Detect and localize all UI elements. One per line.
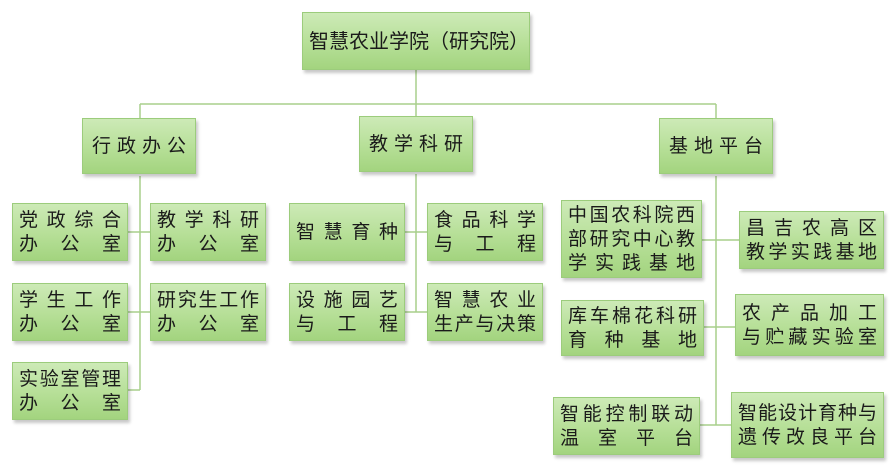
unit-line: 与 工 程 bbox=[434, 233, 536, 255]
root-node[interactable]: 智慧农业学院（研究院） bbox=[302, 12, 530, 70]
unit-student-office[interactable]: 学生工作 办 公 室 bbox=[12, 283, 128, 341]
unit-line: 育 种 基 地 bbox=[568, 329, 697, 351]
unit-line: 食品科学 bbox=[434, 209, 536, 231]
unit-line: 库车棉花科研 bbox=[568, 305, 697, 327]
unit-line: 实验室管理 bbox=[19, 368, 121, 390]
unit-greenhouse-platform[interactable]: 智能控制联动 温 室 平 台 bbox=[553, 397, 700, 455]
root-label: 智慧农业学院（研究院） bbox=[309, 29, 529, 53]
unit-line: 设施园艺 bbox=[296, 289, 398, 311]
unit-genetic-platform[interactable]: 智能设计育种与 遗传改良平台 bbox=[731, 392, 884, 458]
unit-processing-lab[interactable]: 农产品加工 与贮藏实验室 bbox=[735, 294, 884, 356]
unit-line: 部研究中心教 bbox=[568, 228, 695, 250]
unit-party-office[interactable]: 党政综合 办 公 室 bbox=[12, 203, 128, 261]
unit-line: 智能设计育种与 bbox=[738, 402, 877, 424]
unit-line: 教学科研 bbox=[157, 209, 259, 231]
unit-graduate-office[interactable]: 研究生工作 办 公 室 bbox=[150, 283, 266, 341]
dept-admin[interactable]: 行 政 办 公 bbox=[82, 118, 196, 174]
unit-line: 智能控制联动 bbox=[560, 403, 693, 425]
unit-line: 办 公 室 bbox=[19, 313, 121, 335]
unit-horticulture[interactable]: 设施园艺 与 工 程 bbox=[289, 283, 405, 341]
unit-line: 遗传改良平台 bbox=[738, 426, 877, 448]
unit-line: 昌吉农高区 bbox=[746, 217, 877, 239]
unit-line: 学实践基地 bbox=[568, 252, 695, 274]
unit-changji-base[interactable]: 昌吉农高区 教学实践基地 bbox=[739, 211, 884, 269]
unit-line: 农产品加工 bbox=[742, 302, 877, 324]
unit-smart-agriculture[interactable]: 智慧农业 生产与决策 bbox=[427, 283, 543, 341]
unit-line: 智慧农业 bbox=[434, 289, 536, 311]
unit-lab-office[interactable]: 实验室管理 办 公 室 bbox=[12, 362, 128, 420]
unit-line: 办 公 室 bbox=[157, 313, 259, 335]
unit-line: 学生工作 bbox=[19, 289, 121, 311]
unit-kuqa-cotton-base[interactable]: 库车棉花科研 育 种 基 地 bbox=[561, 300, 704, 356]
dept-research[interactable]: 教 学 科 研 bbox=[359, 116, 473, 172]
unit-line: 与 工 程 bbox=[296, 313, 398, 335]
unit-food-science[interactable]: 食品科学 与 工 程 bbox=[427, 203, 543, 261]
unit-line: 党政综合 bbox=[19, 209, 121, 231]
unit-line: 中国农科院西 bbox=[568, 204, 695, 226]
unit-line: 与贮藏实验室 bbox=[742, 326, 877, 348]
unit-line: 办 公 室 bbox=[157, 233, 259, 255]
unit-line: 温 室 平 台 bbox=[560, 427, 693, 449]
unit-teaching-office[interactable]: 教学科研 办 公 室 bbox=[150, 203, 266, 261]
dept-bases-label: 基 地 平 台 bbox=[668, 135, 764, 157]
dept-bases[interactable]: 基 地 平 台 bbox=[659, 118, 773, 174]
unit-line: 办 公 室 bbox=[19, 392, 121, 414]
dept-admin-label: 行 政 办 公 bbox=[91, 135, 187, 157]
unit-line: 教学实践基地 bbox=[746, 241, 877, 263]
unit-line: 研究生工作 bbox=[157, 289, 259, 311]
unit-line: 智慧育种 bbox=[296, 221, 398, 243]
dept-research-label: 教 学 科 研 bbox=[368, 133, 464, 155]
unit-line: 生产与决策 bbox=[434, 313, 536, 335]
unit-line: 办 公 室 bbox=[19, 233, 121, 255]
unit-smart-breeding[interactable]: 智慧育种 bbox=[289, 203, 405, 261]
unit-caas-west-base[interactable]: 中国农科院西 部研究中心教 学实践基地 bbox=[561, 200, 702, 278]
